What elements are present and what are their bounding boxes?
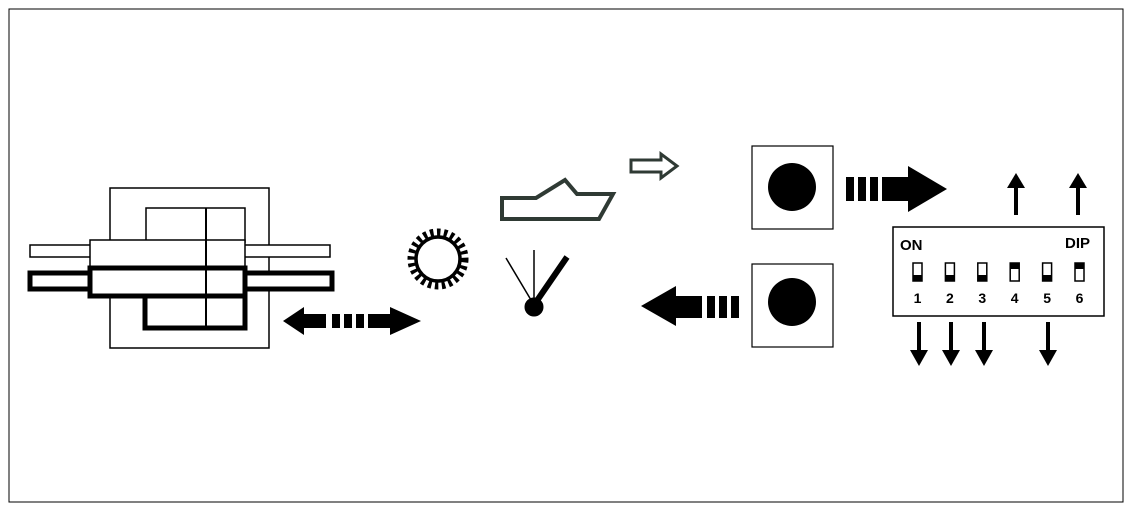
dip-switch-number-1: 1: [914, 290, 922, 306]
double-arrow-icon: [283, 307, 421, 335]
hydraulic-cylinder-icon: [27, 187, 335, 349]
down-arrow-icon: [975, 322, 993, 366]
dip-switch-knob-2: [945, 275, 955, 281]
dip-switch-number-3: 3: [978, 290, 986, 306]
dip-on-label: ON: [900, 237, 923, 254]
dip-switch-knob-5: [1042, 275, 1052, 281]
gear-icon: [407, 228, 469, 290]
dip-switches: 1 2 3 4 5 6: [912, 262, 1085, 306]
outline-arrow-icon: [629, 151, 680, 181]
down-arrow-icon: [910, 322, 928, 366]
right-arrow-icon: [846, 166, 947, 212]
dip-switch-number-4: 4: [1011, 290, 1019, 306]
up-arrow-icon: [1007, 173, 1025, 215]
left-arrow-icon: [641, 286, 739, 326]
down-arrow-icon: [1039, 322, 1057, 366]
dip-switch-knob-1: [913, 275, 922, 281]
dip-switch-block: ON DIP 1 2 3 4 5 6: [892, 226, 1105, 317]
gauge-needle-icon: [505, 250, 570, 317]
dip-switch-knob-3: [977, 275, 987, 281]
up-arrow-icon: [1069, 173, 1087, 215]
dip-switch-knob-4: [1010, 263, 1020, 269]
down-arrow-icon: [942, 322, 960, 366]
push-button-top: [751, 145, 834, 230]
boat-icon: [500, 177, 617, 221]
push-button-bottom: [751, 263, 834, 348]
dip-switch-knob-6: [1075, 263, 1084, 269]
dip-switch-number-6: 6: [1076, 290, 1084, 306]
dip-switch-number-5: 5: [1043, 290, 1051, 306]
dip-label: DIP: [1065, 235, 1090, 252]
dip-switch-number-2: 2: [946, 290, 954, 306]
